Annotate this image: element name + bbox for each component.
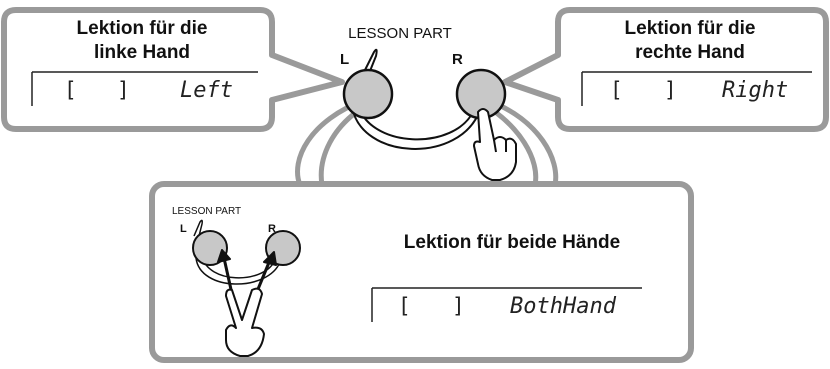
pointing-hand-icon bbox=[473, 108, 517, 181]
both-callout-frame bbox=[149, 181, 694, 363]
left-callout-title-line2: linke Hand bbox=[94, 42, 190, 63]
two-finger-hand-icon bbox=[217, 249, 277, 357]
right-lcd-open-bracket: [ bbox=[610, 78, 623, 102]
lesson-part-controls: LESSON PART L R bbox=[340, 25, 507, 150]
both-left-lesson-button[interactable] bbox=[192, 230, 228, 266]
left-lcd-close-bracket: ] bbox=[117, 78, 130, 102]
right-lcd-value: Right bbox=[722, 78, 788, 103]
right-button-letter: R bbox=[452, 51, 463, 68]
right-callout-title-line1: Lektion für die bbox=[625, 18, 756, 39]
both-lcd-display: [ ] BothHand bbox=[371, 287, 642, 322]
callout-connectors bbox=[295, 97, 559, 186]
both-left-button-indicator bbox=[193, 219, 203, 241]
both-right-button-letter: R bbox=[268, 223, 276, 235]
both-hands-callout: LESSON PART L R Lektion für beide Hände … bbox=[149, 181, 694, 363]
both-lcd-open-bracket: [ bbox=[398, 294, 411, 318]
left-lcd-open-bracket: [ bbox=[64, 78, 77, 102]
both-lesson-part-label: LESSON PART bbox=[172, 206, 241, 217]
both-callout-title: Lektion für beide Hände bbox=[404, 232, 620, 253]
left-lcd-value: Left bbox=[180, 78, 233, 103]
both-lcd-close-bracket: ] bbox=[452, 294, 465, 318]
left-hand-callout: Lektion für die linke Hand [ ] Left bbox=[1, 7, 345, 132]
both-button-link-outer bbox=[195, 257, 281, 285]
left-lesson-button[interactable] bbox=[342, 68, 394, 120]
right-lcd-display: [ ] Right bbox=[581, 71, 812, 106]
right-lcd-close-bracket: ] bbox=[664, 78, 677, 102]
right-callout-title-line2: rechte Hand bbox=[635, 42, 745, 63]
button-link-outer bbox=[351, 105, 481, 150]
right-callout-frame bbox=[502, 7, 829, 132]
left-callout-title-line1: Lektion für die bbox=[77, 18, 208, 39]
both-left-button-letter: L bbox=[180, 223, 187, 235]
left-callout-frame bbox=[1, 7, 345, 132]
left-button-indicator bbox=[363, 48, 378, 77]
right-hand-callout: Lektion für die rechte Hand [ ] Right bbox=[502, 7, 829, 132]
lesson-part-label: LESSON PART bbox=[348, 25, 452, 42]
left-button-letter: L bbox=[340, 51, 349, 68]
left-lcd-display: [ ] Left bbox=[31, 71, 258, 106]
both-lcd-value: BothHand bbox=[510, 294, 617, 319]
